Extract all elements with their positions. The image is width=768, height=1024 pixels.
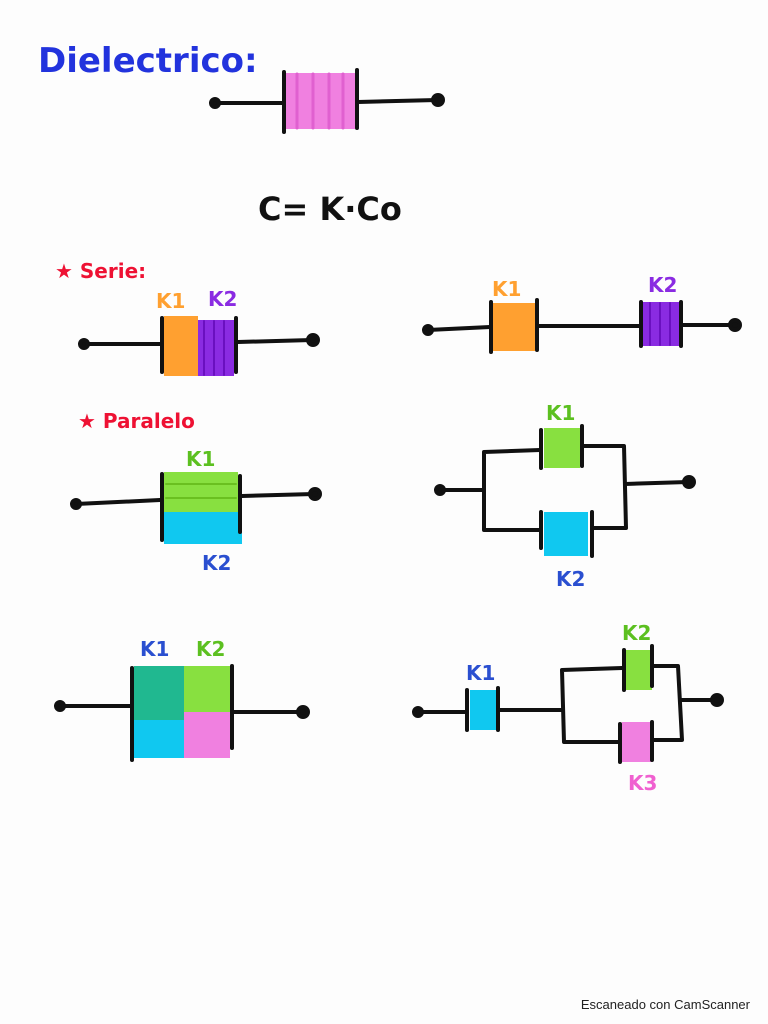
label-k1-series-right: K1 [492, 277, 521, 301]
scanner-watermark: Escaneado con CamScanner [580, 997, 750, 1012]
label-k2-mixed-left: K2 [196, 637, 225, 661]
label-k2-series-left: K2 [208, 287, 237, 311]
parallel-capacitor-stacked [70, 472, 322, 544]
label-k2-mixed-right: K2 [622, 621, 651, 645]
series-capacitor-combined [78, 316, 320, 376]
label-k2-series-right: K2 [648, 273, 677, 297]
series-capacitors-separate [422, 298, 742, 354]
page-title: Dielectrico: [38, 41, 258, 81]
label-k2-parallel-left: K2 [202, 551, 231, 575]
mixed-capacitor-quadrants [54, 664, 310, 762]
label-k1-mixed-left: K1 [140, 637, 169, 661]
label-k1-mixed-right: K1 [466, 661, 495, 685]
label-k2-parallel-right: K2 [556, 567, 585, 591]
parallel-heading: ★ Paralelo [78, 409, 195, 433]
label-k1-parallel-right: K1 [546, 401, 575, 425]
parallel-circuit [434, 424, 696, 558]
label-k1-parallel-left: K1 [186, 447, 215, 471]
dielectric-capacitor [209, 68, 445, 134]
capacitance-formula: C= K·Co [258, 190, 402, 228]
label-k3-mixed-right: K3 [628, 771, 657, 795]
label-k1-series-left: K1 [156, 289, 185, 313]
series-heading: ★ Serie: [55, 259, 146, 283]
mixed-circuit [412, 644, 724, 764]
